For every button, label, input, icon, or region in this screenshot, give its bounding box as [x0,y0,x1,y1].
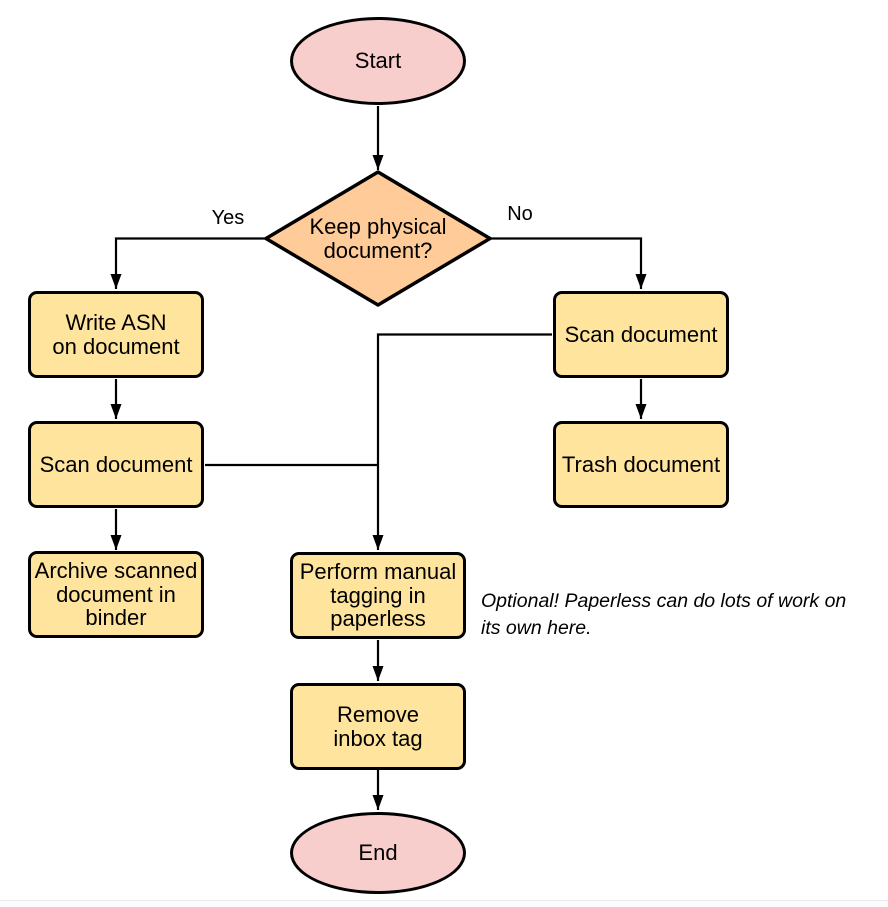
node-write-asn: Write ASN on document [28,291,204,378]
node-manual-tagging-label: Perform manual tagging in paperless [299,559,457,632]
edge-decision-to-write-asn [110,237,265,289]
edge-label-no: No [505,203,535,225]
page-bottom-divider [0,900,888,907]
node-end-label: End [358,840,398,866]
node-scan-document-right: Scan document [553,291,729,378]
node-archive-document: Archive scanned document in binder [28,551,204,638]
node-remove-inbox-tag: Remove inbox tag [290,683,466,770]
node-write-asn-label: Write ASN on document [52,310,180,359]
node-scan-document-right-label: Scan document [564,321,718,347]
node-manual-tagging: Perform manual tagging in paperless [290,552,466,639]
node-decision-label: Keep physical document? [309,214,447,263]
node-trash-document-label: Trash document [561,451,721,477]
node-start-label: Start [354,48,402,74]
node-start: Start [290,17,466,105]
node-scan-document-left-label: Scan document [39,451,193,477]
decision-diamond-shape [264,170,492,307]
edge-scan-right-to-tagging [372,333,552,550]
node-trash-document: Trash document [553,421,729,508]
node-archive-document-label: Archive scanned document in binder [34,558,198,631]
node-scan-document-left: Scan document [28,421,204,508]
optional-note: Optional! Paperless can do lots of work … [481,590,847,639]
edge-label-yes: Yes [209,207,247,229]
edge-decision-to-scan-right [491,237,647,289]
node-remove-inbox-tag-label: Remove inbox tag [333,702,423,751]
node-end: End [290,812,466,894]
